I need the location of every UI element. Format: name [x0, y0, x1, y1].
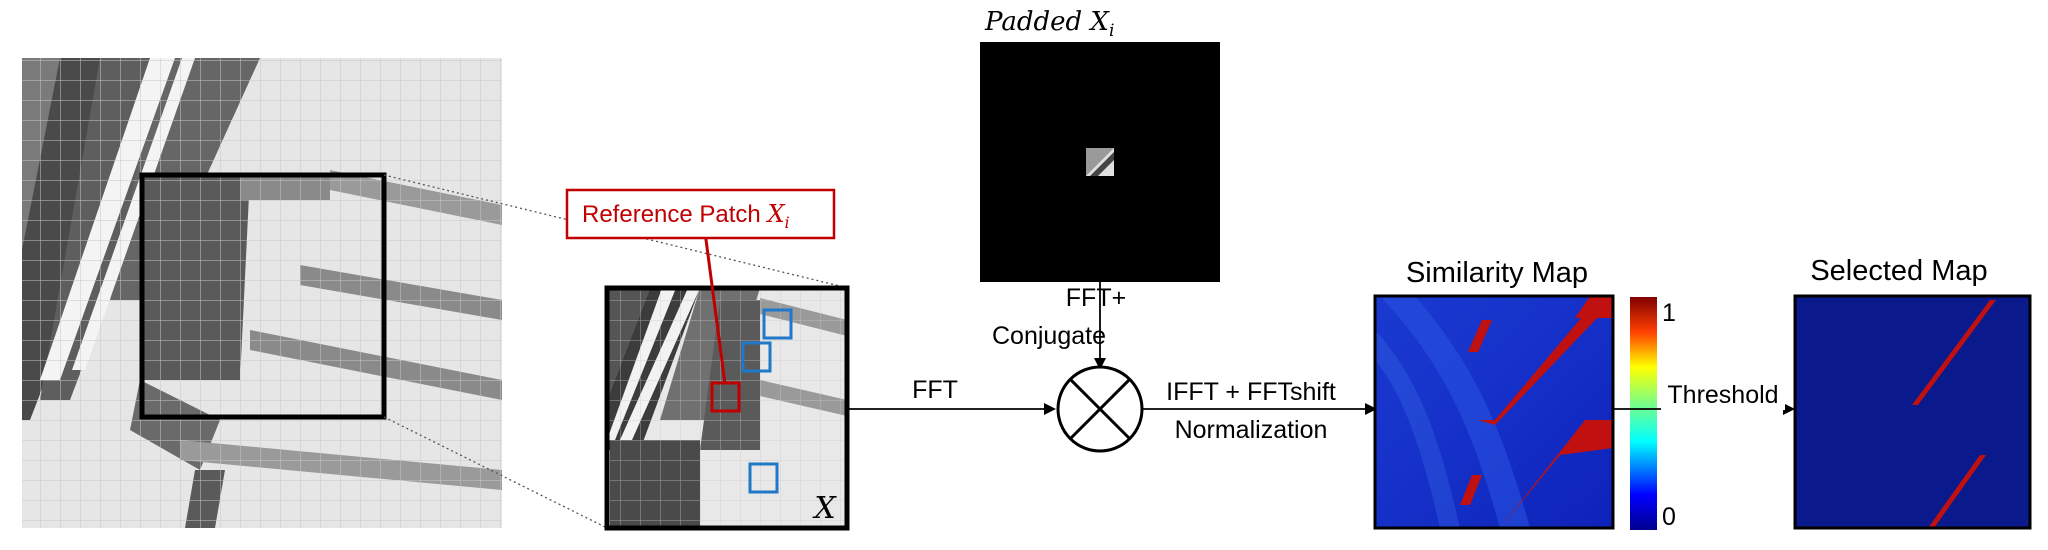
- matched-patch-box: [762, 308, 793, 340]
- fft-label: FFT: [912, 376, 958, 404]
- similarity-map: [1375, 296, 1613, 528]
- source-image: [22, 58, 502, 528]
- threshold-label: Threshold: [1667, 381, 1778, 409]
- selected-map: [1795, 296, 2030, 528]
- zoom-connector-bottom: [383, 416, 608, 529]
- colorbar: [1630, 297, 1657, 530]
- similarity-title: Similarity Map: [1406, 257, 1588, 289]
- fft-conj-line2: Conjugate: [992, 322, 1106, 350]
- zoom-region-box: [139, 172, 387, 420]
- ifft-line1: IFFT + FFTshift: [1166, 378, 1336, 406]
- zoomed-patch-image: [607, 288, 847, 528]
- selected-map-frame: [1793, 294, 2032, 530]
- reference-callout-box: [565, 188, 836, 240]
- reference-callout-label: Reference Patch Xi: [582, 200, 790, 232]
- ifft-line2: Normalization: [1175, 416, 1328, 444]
- colorbar-max-label: 1: [1662, 299, 1676, 327]
- multiply-operator: [1056, 365, 1144, 453]
- colorbar-min-label: 0: [1662, 503, 1676, 531]
- patch-symbol: X: [812, 491, 837, 526]
- similarity-map-frame: [1373, 294, 1615, 530]
- matched-patch-box: [741, 341, 772, 373]
- zoomed-patch-frame: [604, 285, 850, 531]
- selected-title: Selected Map: [1810, 255, 1987, 287]
- matched-patch-box: [748, 462, 779, 494]
- fft-conj-line1: FFT+: [1066, 284, 1126, 312]
- padded-title: Padded Xi: [984, 7, 1114, 41]
- reference-pointer: [703, 231, 727, 385]
- padded-center-patch: [1086, 148, 1114, 176]
